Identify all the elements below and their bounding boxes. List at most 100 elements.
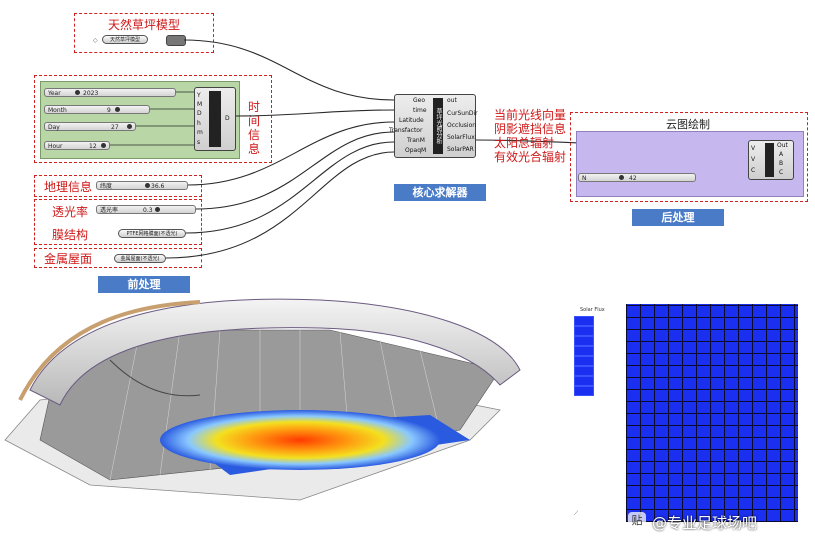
core-out-solarflux[interactable]: SolarFlux: [447, 134, 475, 141]
hour-slider-knob[interactable]: [101, 143, 106, 148]
wire-date-time: [235, 109, 395, 117]
note-solarpar: 有效光合辐射: [494, 150, 567, 164]
roof-group-label: 金属屋面: [44, 252, 93, 266]
legend-cell: [574, 326, 594, 336]
watermark-icon: 贴: [628, 512, 646, 530]
post-in-c[interactable]: C: [751, 167, 756, 174]
date-port-y[interactable]: Y: [197, 92, 201, 99]
wire-film: [185, 141, 395, 234]
legend-cell: [574, 386, 594, 396]
post-component-bar: [765, 143, 774, 177]
legend-cell: [574, 356, 594, 366]
core-in-geo[interactable]: Geo: [413, 97, 426, 104]
latitude-slider-name: 纬度: [100, 183, 113, 190]
date-port-s[interactable]: s: [197, 139, 201, 146]
month-slider-name: Month: [48, 107, 67, 114]
roof-group-box: [34, 248, 202, 268]
time-group-label: 时间信息: [248, 100, 261, 156]
note-solarflux: 太阳总辐射: [494, 136, 555, 150]
wire-roof: [165, 151, 395, 259]
wire-model-geo: [183, 39, 395, 101]
roof-component[interactable]: 金属屋面(不透光): [114, 254, 166, 263]
post-group-box: [570, 112, 808, 202]
core-out-cursundir[interactable]: CurSunDir: [447, 110, 478, 117]
core-out-occlusion[interactable]: Occlusion: [447, 122, 477, 129]
color-legend: [574, 316, 596, 396]
core-in-opaqm[interactable]: OpaqM: [405, 147, 427, 154]
year-slider-name: Year: [48, 90, 61, 97]
year-slider-knob[interactable]: [75, 90, 80, 95]
latitude-slider[interactable]: 纬度 36.6: [96, 181, 188, 190]
pre-tag: 前处理: [98, 276, 190, 293]
model-group-label: 天然草坪模型: [108, 18, 181, 32]
core-tag: 核心求解器: [394, 184, 486, 201]
date-port-h[interactable]: h: [197, 120, 201, 127]
month-slider-value: 9: [107, 107, 111, 114]
trans-group-label: 透光率: [52, 205, 89, 219]
post-group-label: 云图绘制: [666, 118, 710, 131]
post-n-slider-name: N: [582, 175, 587, 182]
day-slider[interactable]: Day 27: [44, 122, 136, 131]
note-occlusion: 阴影遮挡信息: [494, 122, 567, 136]
trans-slider-name: 透光率: [100, 207, 119, 214]
month-slider-knob[interactable]: [115, 107, 120, 112]
year-slider[interactable]: Year 2023: [44, 88, 176, 97]
post-n-slider-knob[interactable]: [619, 175, 624, 180]
hour-slider-name: Hour: [48, 143, 63, 150]
post-component[interactable]: V V C Out A B C: [748, 140, 794, 180]
trans-group-box: [34, 199, 202, 245]
model-group-box: [74, 13, 214, 53]
post-out-b[interactable]: B: [779, 160, 784, 167]
roof-front-curve: [109, 359, 201, 397]
day-slider-name: Day: [48, 124, 60, 131]
stadium-render: [4, 298, 521, 501]
geo-group-box: [34, 175, 202, 197]
legend-cell: [574, 346, 594, 356]
post-in-v2[interactable]: V: [751, 156, 756, 163]
trans-slider-knob[interactable]: [155, 207, 160, 212]
post-out-c[interactable]: C: [779, 169, 784, 176]
core-in-transfactor[interactable]: Transfactor: [389, 127, 423, 134]
post-n-slider[interactable]: N 42: [578, 173, 696, 182]
core-solver-component[interactable]: 草坪光照分析 Geo time Latitude Transfactor Tra…: [389, 94, 478, 158]
date-port-m[interactable]: M: [197, 101, 203, 108]
watermark: @专业足球场吧: [652, 514, 758, 532]
time-group-box: [34, 75, 272, 163]
core-in-tranm[interactable]: TranM: [407, 137, 425, 144]
note-cursundir: 当前光线向量: [494, 108, 567, 122]
core-out-out[interactable]: out: [447, 97, 457, 104]
core-in-latitude[interactable]: Latitude: [399, 117, 424, 124]
post-out-a[interactable]: A: [779, 151, 784, 158]
date-port-min[interactable]: m: [197, 129, 203, 136]
date-port-d[interactable]: D: [197, 110, 202, 117]
roof-edge-wood: [18, 300, 201, 401]
stadium-roof: [29, 298, 521, 406]
post-in-v1[interactable]: V: [751, 145, 756, 152]
date-component-bar: [209, 91, 221, 147]
post-out-out[interactable]: Out: [777, 142, 788, 149]
legend-cell: [574, 376, 594, 386]
wire-latitude: [187, 121, 395, 186]
solar-flux-heatmap: [160, 410, 440, 470]
latitude-slider-knob[interactable]: [145, 183, 150, 188]
core-out-solarpar[interactable]: SolarPAR: [447, 146, 474, 153]
core-solver-bar: 草坪光照分析: [433, 98, 443, 154]
post-tag: 后处理: [632, 209, 724, 226]
trans-slider[interactable]: 透光率 0.3: [96, 205, 196, 214]
model-component[interactable]: 天然草坪模型: [102, 35, 148, 44]
flux-grid: [626, 304, 798, 522]
film-component[interactable]: PTFE网格膜面(不透光): [118, 229, 186, 238]
trans-slider-value: 0.3: [143, 207, 153, 214]
hour-slider-value: 12: [89, 143, 97, 150]
post-n-slider-value: 42: [629, 175, 637, 182]
legend-cell: [574, 316, 594, 326]
legend-cell: [574, 336, 594, 346]
year-slider-value: 2023: [83, 90, 99, 97]
day-slider-knob[interactable]: [127, 124, 132, 129]
date-port-out[interactable]: D: [225, 115, 230, 122]
date-component[interactable]: Y M D h m s D: [194, 87, 236, 151]
hour-slider[interactable]: Hour 12: [44, 141, 110, 150]
core-in-time[interactable]: time: [413, 107, 427, 114]
month-slider[interactable]: Month 9: [44, 105, 150, 114]
legend-title: Solar Flux: [580, 307, 605, 313]
